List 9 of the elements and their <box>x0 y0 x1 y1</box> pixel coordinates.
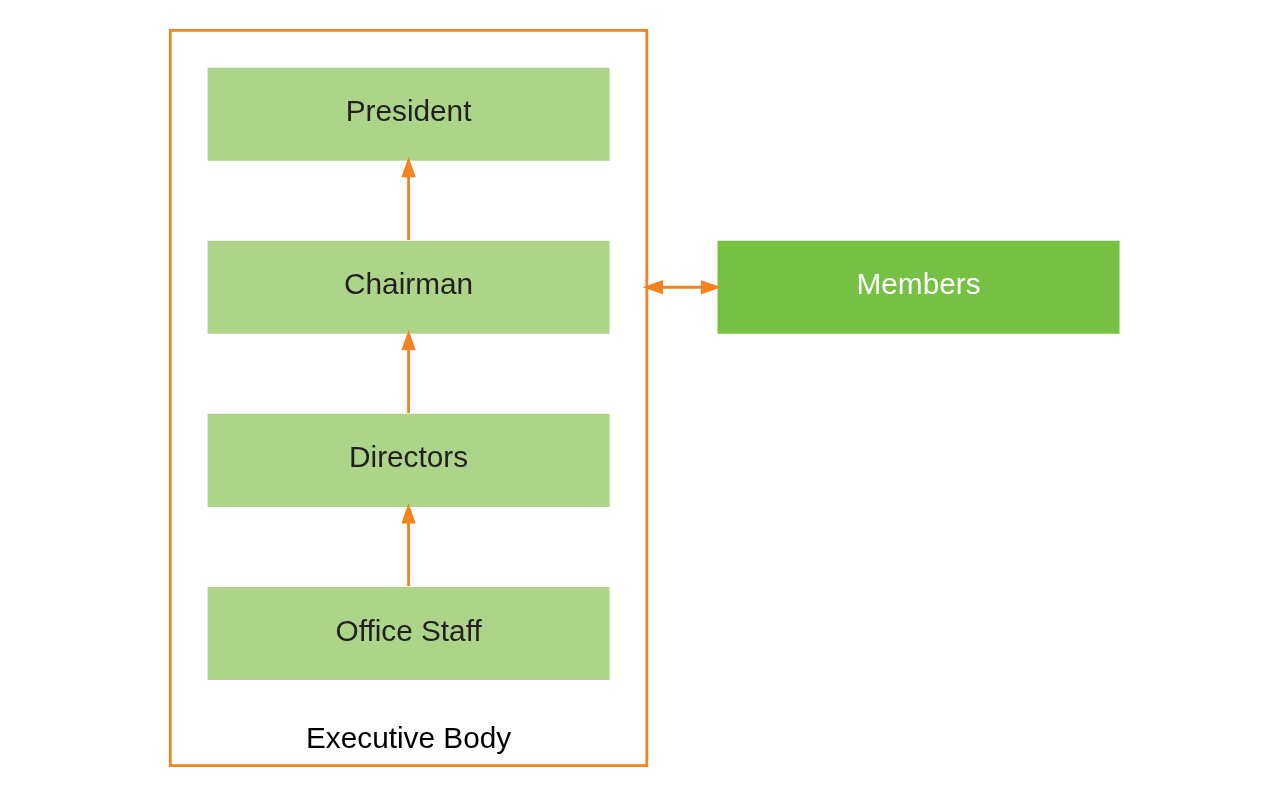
arrow <box>401 502 416 587</box>
arrow <box>401 329 416 414</box>
node-box: Directors <box>207 413 610 507</box>
arrow <box>642 280 722 295</box>
node-box: Members <box>717 240 1120 334</box>
arrow <box>401 156 416 240</box>
node-box: President <box>207 67 610 161</box>
node-box: Office Staff <box>207 586 610 680</box>
node-box: Chairman <box>207 240 610 334</box>
